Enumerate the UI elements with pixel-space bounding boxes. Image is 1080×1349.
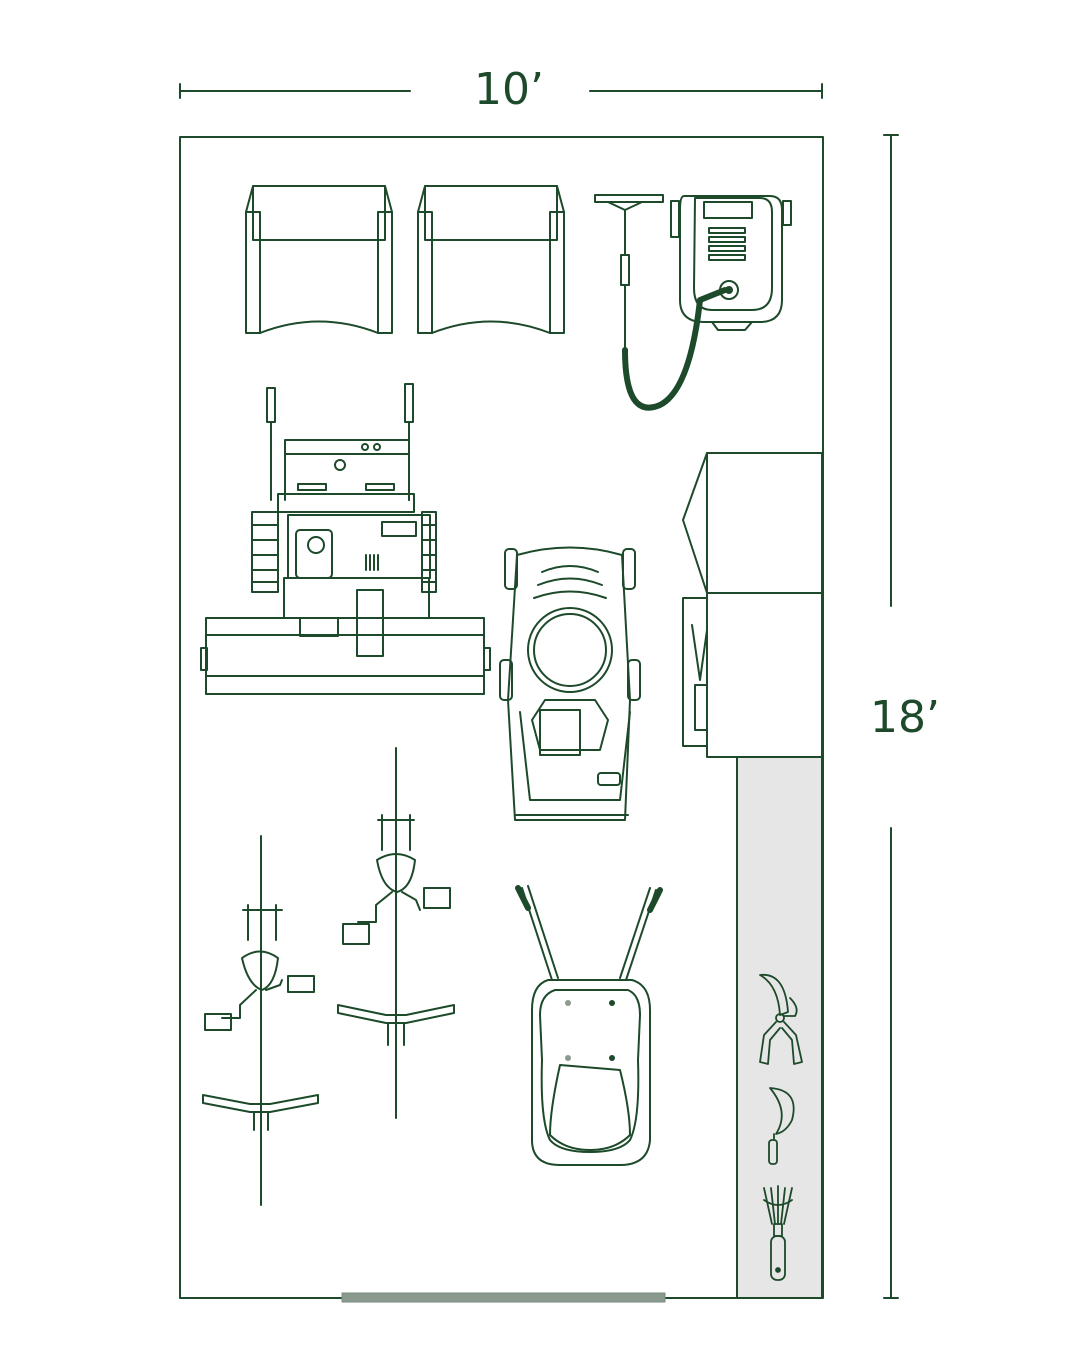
- height-dimension-label: 18’: [870, 692, 940, 743]
- armchair-icon: [245, 185, 393, 334]
- wheelbarrow-icon: [515, 885, 663, 1166]
- shed-outline: [179, 136, 824, 1299]
- height-dimension-line: [883, 134, 899, 1299]
- pressure-washer-icon: [594, 194, 792, 411]
- lawn-mower-icon: [499, 546, 641, 821]
- sickle-icon: [768, 1087, 795, 1165]
- hand-rake-icon: [763, 1185, 793, 1281]
- storage-cabinet-icon: [682, 452, 823, 758]
- armchair-icon: [417, 185, 565, 334]
- snow-blower-icon: [200, 383, 491, 695]
- bicycle-icon: [202, 835, 319, 1206]
- width-dimension-line: [179, 83, 823, 99]
- bicycle-icon: [337, 747, 455, 1119]
- width-dimension-label: 10’: [474, 64, 544, 115]
- door-icon: [341, 1292, 666, 1303]
- pruning-shears-icon: [759, 974, 803, 1065]
